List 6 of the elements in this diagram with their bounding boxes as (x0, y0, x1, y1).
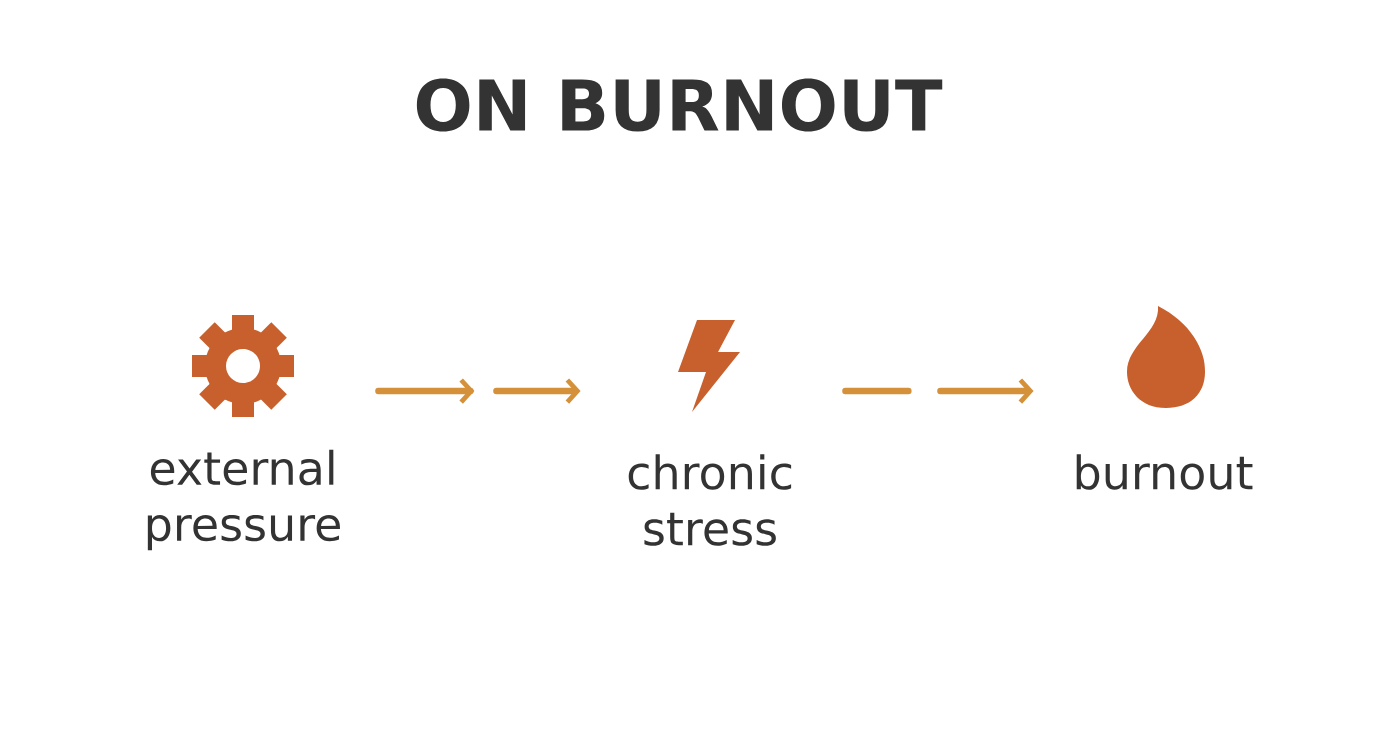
arrow (842, 378, 1034, 404)
node-label: burnout (1076, 454, 1253, 490)
arrow (375, 378, 581, 404)
node-label: external pressure (147, 449, 340, 551)
title: ON BURNOUT (416, 78, 943, 132)
node-label: chronic stress (628, 454, 792, 546)
